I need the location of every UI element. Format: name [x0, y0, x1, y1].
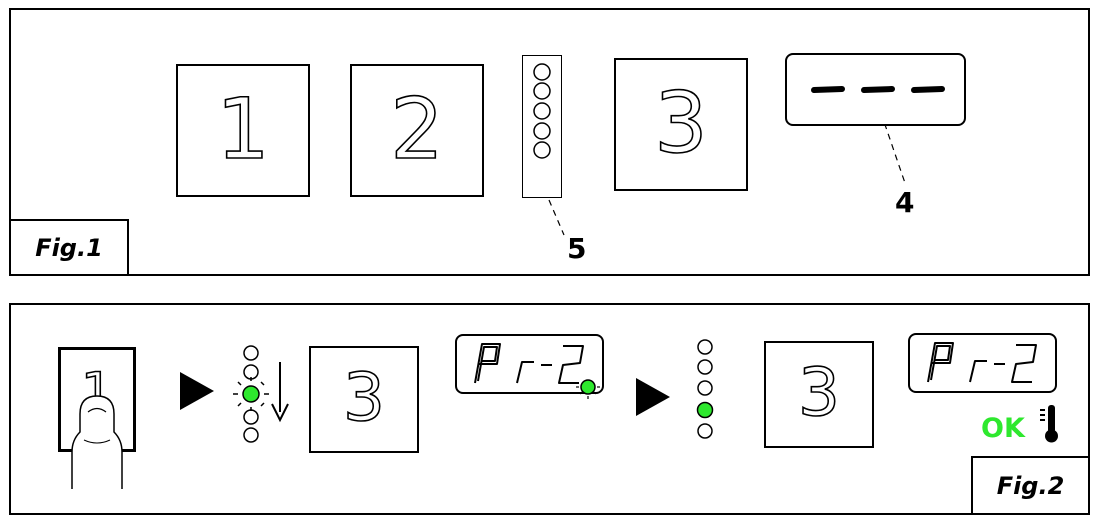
led-1	[533, 63, 551, 81]
fig2-label: Fig.2	[971, 456, 1090, 515]
button-3[interactable]	[614, 58, 748, 191]
led-3	[533, 102, 551, 120]
led-column	[522, 55, 562, 198]
fig2-button-3-b[interactable]	[764, 341, 874, 448]
fig2-button-3-a[interactable]	[309, 346, 419, 453]
button-3-label: 3	[653, 74, 708, 172]
fig2-button-3-b-label: 3	[797, 354, 841, 431]
callout-4: 4	[895, 186, 915, 219]
display-a-blink-led	[580, 379, 596, 395]
led-active-blinking	[242, 385, 260, 403]
button-2-label: 2	[389, 80, 444, 178]
button-1[interactable]	[176, 64, 310, 197]
fig1-label: Fig.1	[9, 219, 129, 276]
callout-5: 5	[567, 232, 587, 265]
led-active-steady	[696, 401, 714, 419]
led-4	[533, 122, 551, 140]
led-2	[533, 82, 551, 100]
button-1-label: 1	[215, 80, 270, 178]
fig2-button-3-a-label: 3	[342, 359, 386, 436]
ok-badge: OK	[981, 413, 1025, 444]
led-5	[533, 141, 551, 159]
button-2[interactable]	[350, 64, 484, 197]
